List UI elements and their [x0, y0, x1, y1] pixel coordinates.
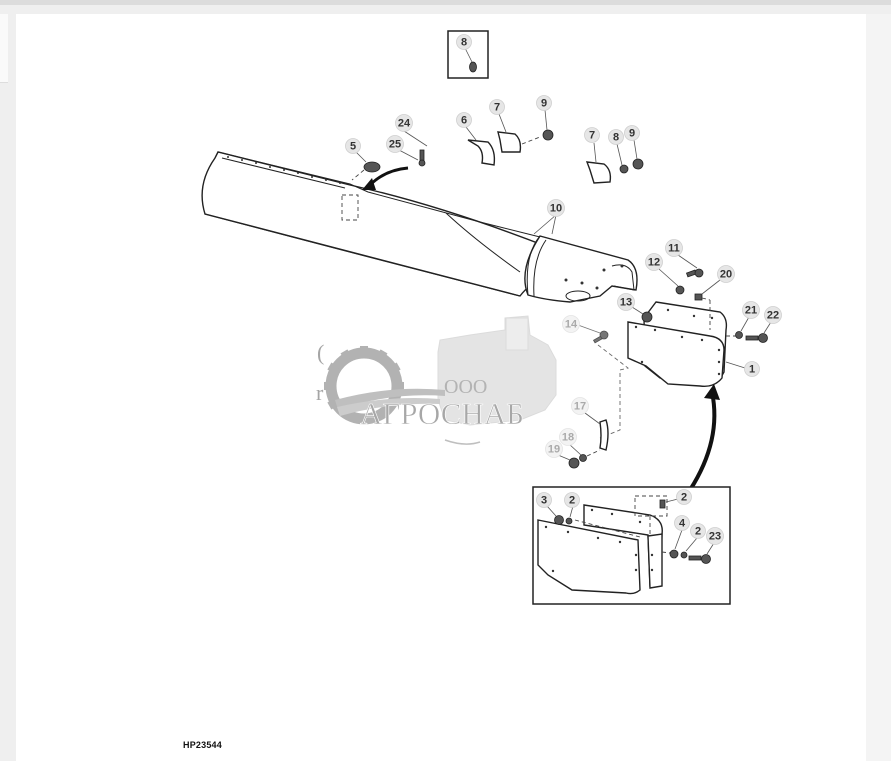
callout-5: 5 [345, 138, 361, 154]
part-7-clip-right [585, 142, 612, 184]
part-25-bolt [398, 130, 428, 167]
callout-3: 3 [536, 492, 552, 508]
callout-label: 2 [569, 495, 575, 507]
part-20-nut [694, 279, 721, 330]
callout-label: 6 [461, 115, 467, 127]
callout-label: 24 [398, 118, 411, 130]
callout-2: 2 [690, 523, 706, 539]
part-14-bolt [577, 324, 630, 439]
callout-label: 18 [562, 432, 574, 444]
part-22-bolt [726, 321, 772, 343]
callout-label: 21 [745, 305, 757, 317]
callout-label: 1 [749, 364, 755, 376]
auger-tube [201, 151, 549, 297]
callout-23: 23 [706, 527, 724, 545]
callout-label: 20 [720, 269, 732, 281]
callout-14: 14 [562, 315, 580, 333]
part-7-clip-upper [497, 113, 541, 153]
callout-label: 9 [541, 98, 547, 110]
part-9-nut-right [632, 139, 644, 170]
part-17-clip [584, 412, 609, 451]
bottom-inset-box [532, 486, 731, 605]
part-9-nut-upper [542, 109, 554, 141]
figure-id-label: HP23544 [183, 740, 222, 750]
detail-arrow [688, 384, 720, 492]
callout-20: 20 [717, 265, 735, 283]
callout-8: 8 [456, 34, 472, 50]
part-13-nut [631, 306, 653, 323]
spout-section [524, 235, 638, 303]
callout-7: 7 [489, 99, 505, 115]
callout-2: 2 [564, 492, 580, 508]
callout-label: 13 [620, 297, 632, 309]
part-4-nut [669, 549, 679, 559]
callout-19: 19 [545, 440, 563, 458]
callout-4: 4 [674, 515, 690, 531]
callout-17: 17 [571, 397, 589, 415]
callout-label: 14 [565, 319, 578, 331]
callout-13: 13 [617, 293, 635, 311]
callout-label: 7 [589, 130, 595, 142]
part-19-nut [557, 449, 601, 469]
washer-icon [469, 61, 477, 73]
callout-9: 9 [536, 95, 552, 111]
callout-25: 25 [386, 135, 404, 153]
callout-label: 8 [461, 37, 467, 49]
callout-label: 25 [389, 139, 401, 151]
callout-label: 17 [574, 401, 586, 413]
callout-label: 7 [494, 102, 500, 114]
part-21-washer [735, 316, 750, 339]
callout-12: 12 [645, 253, 663, 271]
callout-21: 21 [742, 301, 760, 319]
callout-7: 7 [584, 127, 600, 143]
part-23-bolt [688, 555, 702, 561]
assembly-arrow [362, 166, 409, 190]
watermark-fragment-1: ( [317, 340, 324, 365]
callout-9: 9 [624, 125, 640, 141]
callout-22: 22 [764, 306, 782, 324]
part-2-washer-left [565, 517, 573, 525]
callout-label: 11 [668, 243, 680, 255]
combine-silhouette-icon [437, 315, 557, 426]
watermark-logo: ООО АГРОСНАБ ( r [316, 315, 557, 445]
part-11-bolt [677, 254, 704, 278]
part-2-washer-right [680, 551, 688, 559]
callout-label: 9 [629, 128, 635, 140]
callout-label: 2 [681, 492, 687, 504]
callout-8: 8 [608, 129, 624, 145]
callout-label: 12 [648, 257, 660, 269]
callout-24: 24 [395, 114, 413, 132]
gear-icon [324, 346, 445, 425]
callout-18: 18 [559, 428, 577, 446]
callout-label: 3 [541, 495, 547, 507]
callout-6: 6 [456, 112, 472, 128]
left-panel-edge [0, 14, 8, 83]
callout-11: 11 [665, 239, 683, 257]
part-12-washer [658, 268, 685, 295]
part-6-clip [465, 126, 496, 166]
top-frame-bar [0, 0, 891, 5]
part-1-deflector [627, 301, 746, 388]
part-3-nut [554, 515, 564, 525]
watermark-fragment-2: r [316, 380, 324, 405]
part-2-top [659, 499, 666, 509]
callout-2: 2 [676, 489, 692, 505]
right-scroll-gutter[interactable] [866, 14, 891, 761]
callout-10: 10 [547, 199, 565, 217]
part-8-washer [616, 143, 629, 174]
callout-label: 8 [613, 132, 619, 144]
watermark-brand: АГРОСНАБ [360, 396, 524, 431]
part-18-washer [568, 443, 587, 462]
callout-label: 10 [550, 203, 562, 215]
callout-label: 22 [767, 310, 779, 322]
watermark-prefix: ООО [444, 376, 487, 398]
callout-1: 1 [744, 361, 760, 377]
callout-label: 5 [350, 141, 356, 153]
callout-label: 4 [679, 518, 686, 530]
callout-label: 19 [548, 444, 560, 456]
part-5-spring [351, 151, 381, 181]
callout-label: 2 [695, 526, 701, 538]
callout-label: 23 [709, 531, 721, 543]
